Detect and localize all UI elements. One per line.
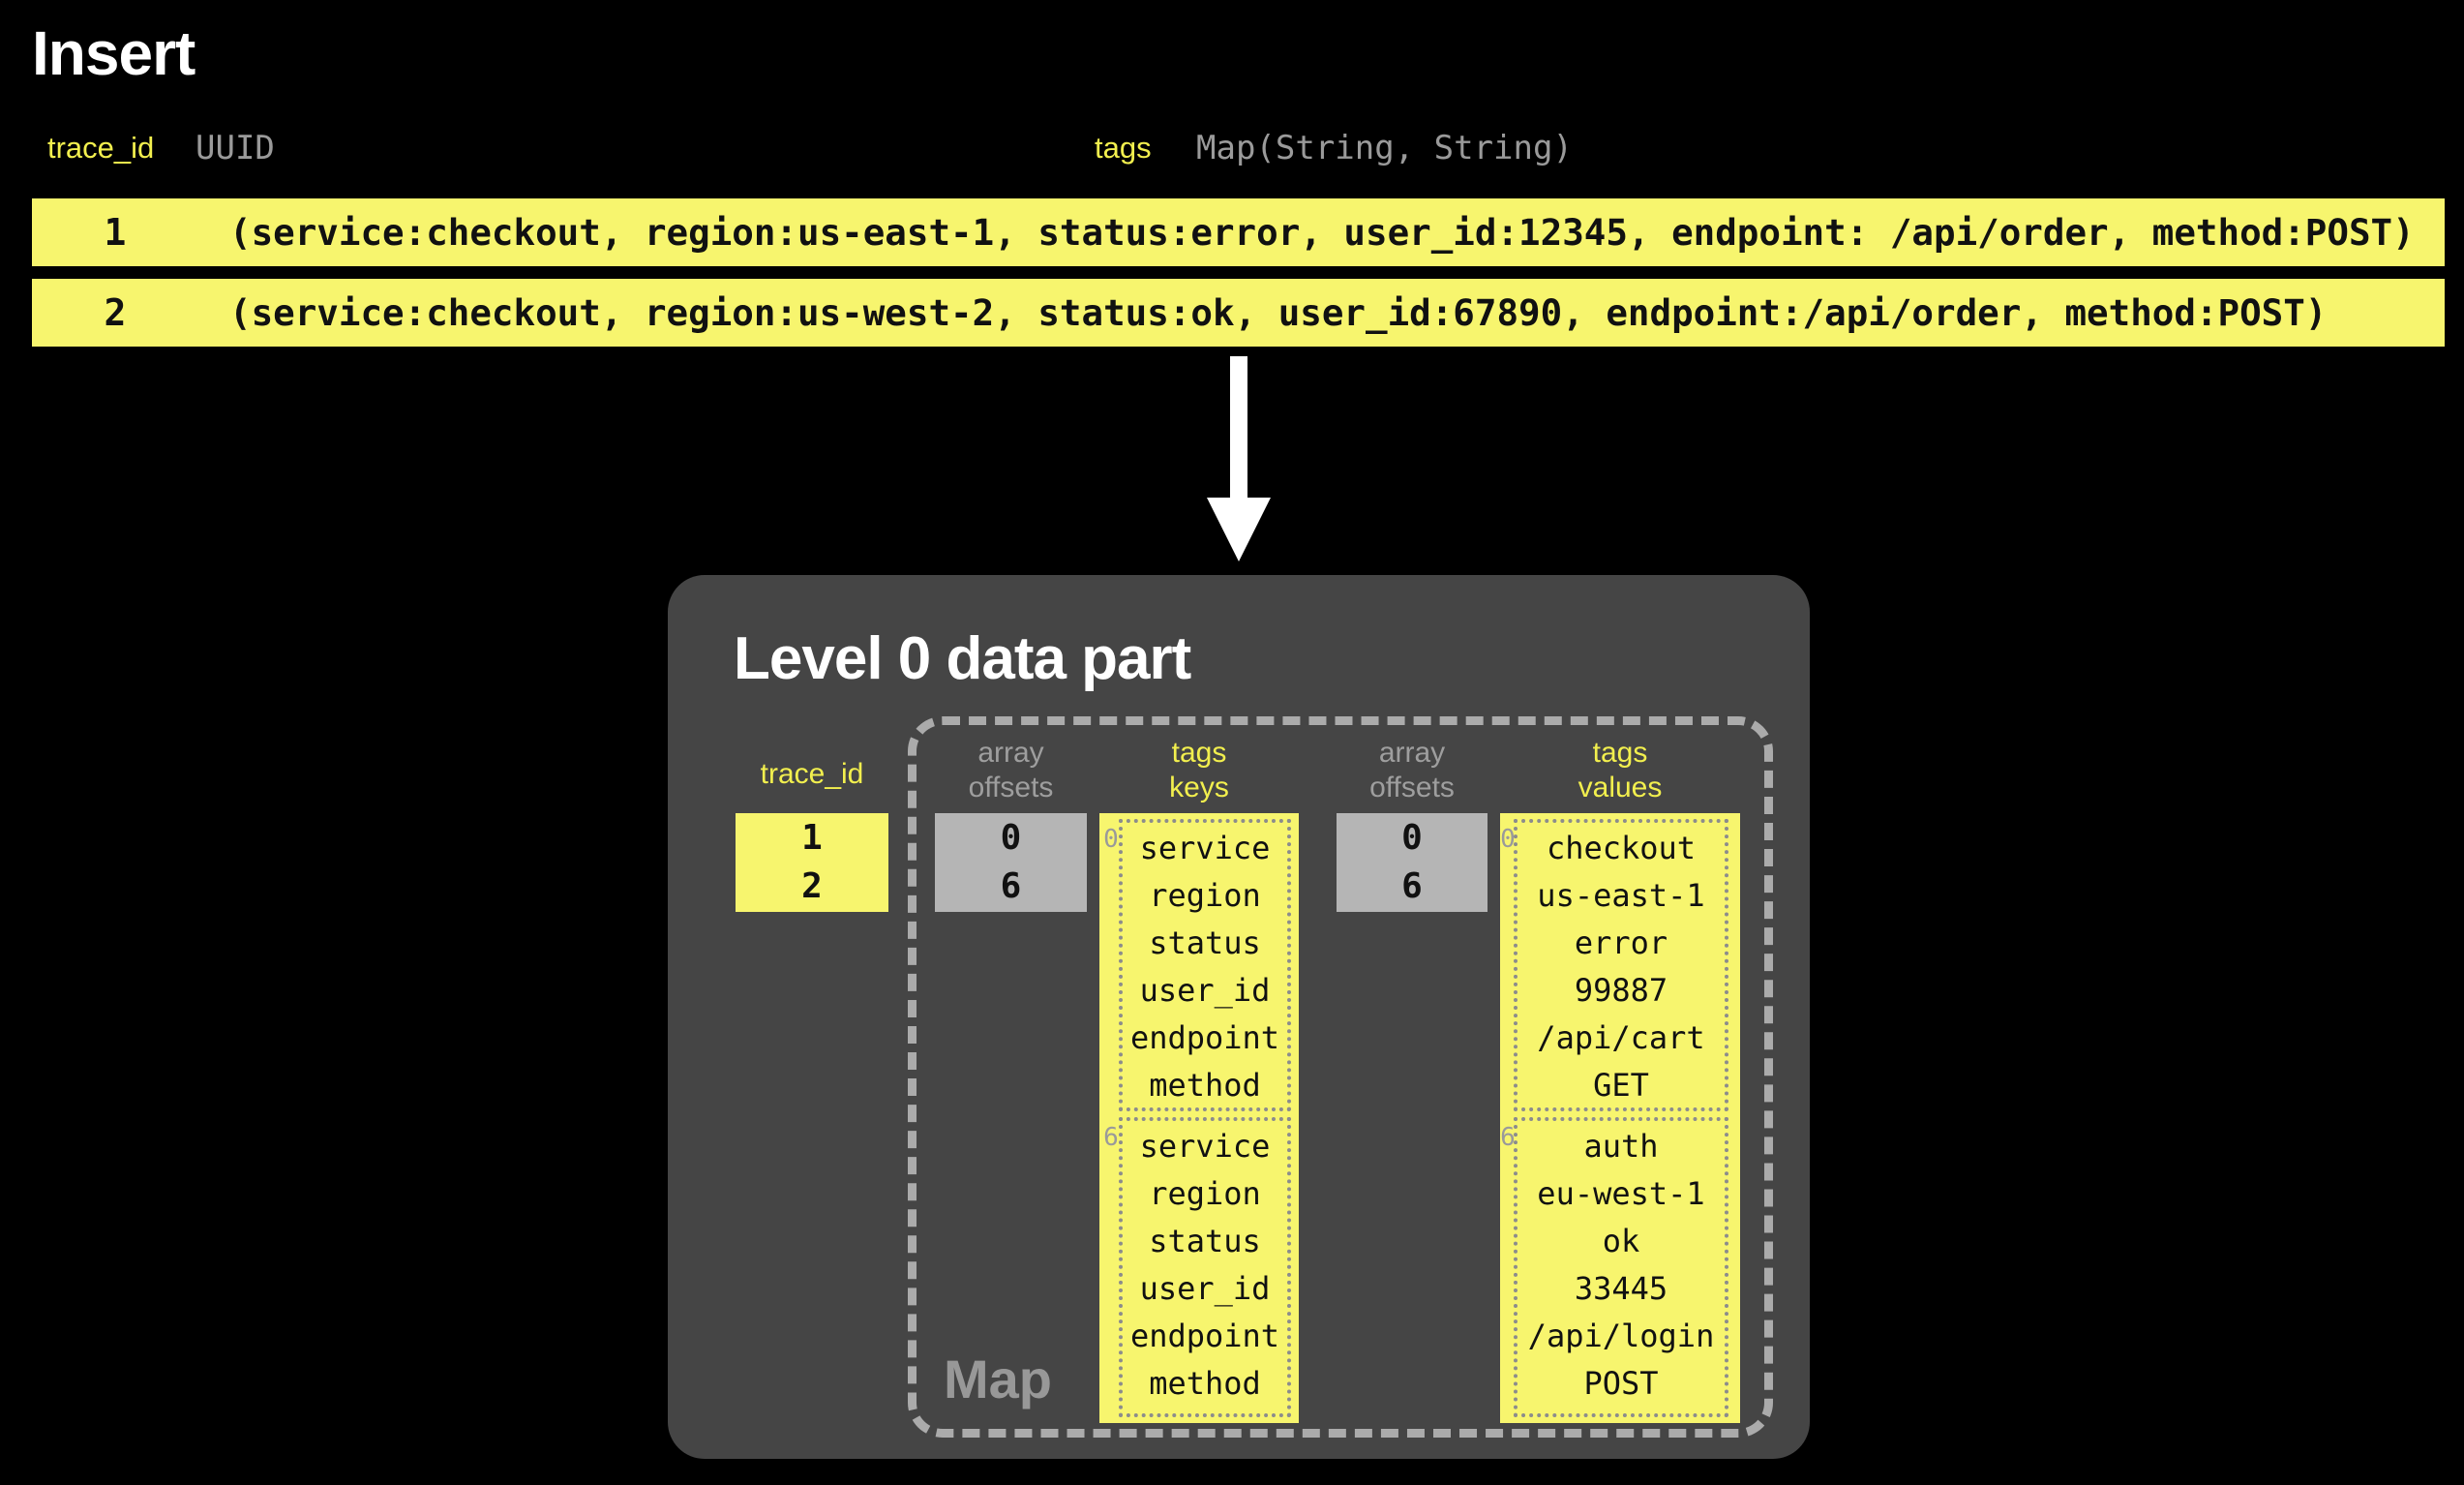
- value-cell: eu-west-1: [1537, 1175, 1705, 1212]
- value-cell: POST: [1583, 1365, 1659, 1402]
- map-type-label: Map: [944, 1349, 1052, 1409]
- offset-value: 6: [1000, 866, 1022, 906]
- key-cell: status: [1149, 924, 1261, 961]
- key-cell: method: [1149, 1365, 1261, 1402]
- values-group-row2: auth eu-west-1 ok 33445 /api/login POST: [1514, 1117, 1728, 1417]
- trace-id-column-label: trace_id: [760, 758, 864, 790]
- keys-group-row2: service region status user_id endpoint m…: [1119, 1117, 1291, 1417]
- value-cell: 99887: [1574, 972, 1668, 1009]
- keys-group-offset-marker: 6: [1103, 1123, 1119, 1152]
- value-cell: error: [1574, 924, 1668, 961]
- offset-value: 6: [1401, 866, 1423, 906]
- offset-value: 0: [1000, 818, 1022, 858]
- keys-array-offsets-box: 0 6: [935, 813, 1087, 912]
- keys-group-row1: service region status user_id endpoint m…: [1119, 819, 1291, 1111]
- keys-group-offset-marker: 0: [1103, 825, 1119, 854]
- value-cell: ok: [1602, 1223, 1640, 1259]
- key-cell: method: [1149, 1067, 1261, 1104]
- row-2-tags: (service:checkout, region:us-west-2, sta…: [229, 291, 2328, 334]
- values-array-offsets-label: array offsets: [1369, 737, 1455, 803]
- tags-keys-column-box: 0 service region status user_id endpoint…: [1099, 813, 1299, 1423]
- key-cell: user_id: [1139, 1270, 1271, 1307]
- keys-array-offsets-label: array offsets: [968, 737, 1054, 803]
- row-1-trace-id: 1: [104, 211, 127, 254]
- value-cell: 33445: [1574, 1270, 1668, 1307]
- column-type-uuid: UUID: [195, 129, 275, 167]
- value-cell: checkout: [1546, 830, 1697, 866]
- values-group-offset-marker: 6: [1500, 1123, 1516, 1152]
- trace-id-value: 1: [801, 818, 823, 858]
- column-header-tags: tags: [1095, 131, 1152, 165]
- insert-row-2: 2 (service:checkout, region:us-west-2, s…: [32, 279, 2445, 347]
- row-2-trace-id: 2: [104, 291, 127, 334]
- value-cell: GET: [1593, 1067, 1649, 1104]
- insert-title: Insert: [32, 18, 195, 88]
- map-dashed-container: [908, 716, 1773, 1438]
- column-header-trace-id: trace_id: [47, 131, 155, 165]
- offset-value: 0: [1401, 818, 1423, 858]
- key-cell: user_id: [1139, 972, 1271, 1009]
- key-cell: service: [1139, 830, 1271, 866]
- key-cell: endpoint: [1129, 1019, 1280, 1056]
- key-cell: service: [1139, 1128, 1271, 1165]
- down-arrow-icon: [1230, 356, 1247, 501]
- value-cell: auth: [1583, 1128, 1659, 1165]
- tags-values-column-box: 0 checkout us-east-1 error 99887 /api/ca…: [1500, 813, 1740, 1423]
- tags-keys-column-label: tags keys: [1169, 737, 1229, 803]
- values-group-offset-marker: 0: [1500, 825, 1516, 854]
- column-type-map: Map(String, String): [1196, 129, 1573, 167]
- key-cell: region: [1149, 1175, 1261, 1212]
- values-group-row1: checkout us-east-1 error 99887 /api/cart…: [1514, 819, 1728, 1111]
- value-cell: /api/login: [1527, 1318, 1715, 1354]
- value-cell: us-east-1: [1537, 877, 1705, 914]
- trace-id-column-box: 1 2: [736, 813, 888, 912]
- tags-values-column-label: tags values: [1578, 737, 1663, 803]
- key-cell: status: [1149, 1223, 1261, 1259]
- value-cell: /api/cart: [1537, 1019, 1705, 1056]
- trace-id-value: 2: [801, 866, 823, 906]
- key-cell: endpoint: [1129, 1318, 1280, 1354]
- values-array-offsets-box: 0 6: [1337, 813, 1487, 912]
- level0-data-part-title: Level 0 data part: [734, 625, 1191, 692]
- down-arrow-head-icon: [1207, 498, 1271, 561]
- insert-row-1: 1 (service:checkout, region:us-east-1, s…: [32, 198, 2445, 266]
- key-cell: region: [1149, 877, 1261, 914]
- row-1-tags: (service:checkout, region:us-east-1, sta…: [229, 211, 2415, 254]
